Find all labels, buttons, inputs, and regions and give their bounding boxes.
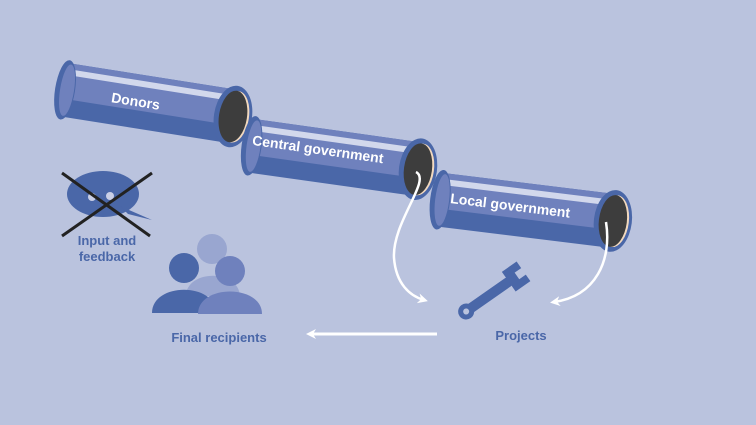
pipe-highlight xyxy=(67,69,237,102)
recipients-label: Final recipients xyxy=(171,330,266,345)
pipe-central-government: Central government xyxy=(240,116,438,201)
flow-arrow-local-to-projects xyxy=(550,221,609,307)
pipe-opening xyxy=(598,195,628,247)
wrench-icon xyxy=(458,261,531,320)
speech-bubble-icon xyxy=(67,171,152,220)
pipe-highlight xyxy=(253,125,421,155)
pipe-label-donors: Donors xyxy=(110,89,161,113)
people-icon xyxy=(152,234,262,314)
pipe-opening xyxy=(403,143,433,196)
feedback-label-line2: feedback xyxy=(79,249,136,264)
pipe-local-government: Local government xyxy=(429,169,633,252)
flow-arrow-central-to-projects xyxy=(392,170,428,304)
pipe-opening xyxy=(218,90,248,143)
pipe-highlight xyxy=(441,178,616,207)
projects-label: Projects xyxy=(495,328,546,343)
pipe-donors: Donors xyxy=(54,60,253,148)
feedback-label-line1: Input and xyxy=(78,233,137,248)
cross-out-icon xyxy=(61,171,153,238)
